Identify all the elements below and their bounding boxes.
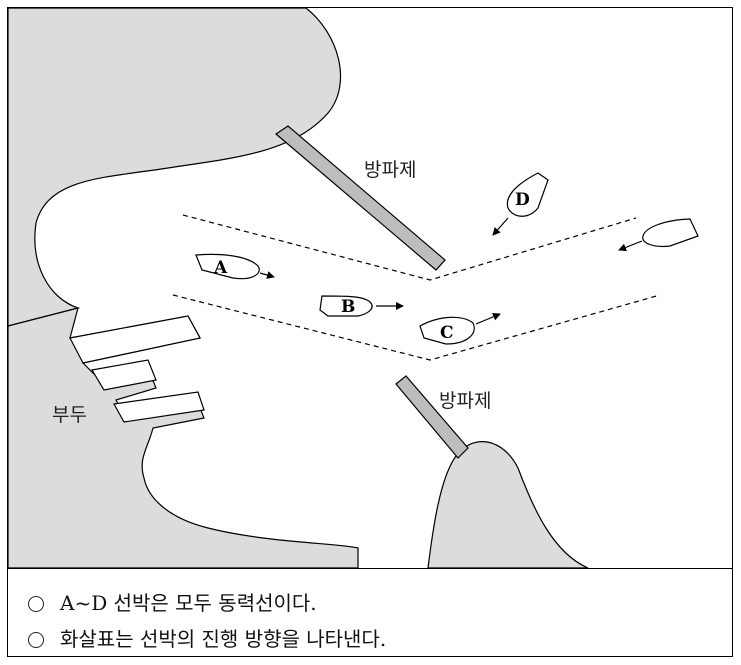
breakwater-top xyxy=(275,125,446,271)
ship-d-letter: D xyxy=(515,190,530,210)
land-hill xyxy=(427,441,589,568)
circle-bullet-icon xyxy=(28,596,44,612)
circle-bullet-icon xyxy=(28,632,44,648)
ship-d-arrow xyxy=(492,217,509,236)
land-mass-lower xyxy=(8,307,359,568)
note-1-text: A~D 선박은 모두 동력선이다. xyxy=(60,591,317,615)
ship-unlabeled xyxy=(618,218,699,252)
channel-lower xyxy=(172,294,661,361)
ship-c-arrow xyxy=(475,313,501,325)
ship-a: A xyxy=(195,253,275,280)
pier-3 xyxy=(113,391,205,423)
breakwater-bottom-label: 방파제 xyxy=(439,390,491,412)
pier-1 xyxy=(69,315,201,364)
notes-box: A~D 선박은 모두 동력선이다. 화살표는 선박의 진행 방향을 나타낸다. xyxy=(8,568,732,656)
note-2-text: 화살표는 선박의 진행 방향을 나타낸다. xyxy=(60,627,387,651)
pier-2 xyxy=(91,359,157,391)
channel-upper xyxy=(182,214,637,281)
ship-c: C xyxy=(419,313,501,345)
ship-d: D xyxy=(492,172,549,236)
note-2: 화살표는 선박의 진행 방향을 나타낸다. xyxy=(28,623,386,652)
ship-b: B xyxy=(319,295,404,317)
ship-a-letter: A xyxy=(213,258,228,278)
land-mass xyxy=(8,8,342,327)
ship-c-letter: C xyxy=(440,323,454,343)
note-1: A~D 선박은 모두 동력선이다. xyxy=(28,587,317,616)
ship-a-arrow xyxy=(259,271,275,279)
pier-label: 부두 xyxy=(52,404,87,426)
figure-frame: 방파제 방파제 부두 A B C D xyxy=(7,7,733,657)
ship-b-letter: B xyxy=(341,297,355,317)
harbor-diagram: 방파제 방파제 부두 A B C D xyxy=(8,8,699,568)
ship-unlabeled-arrow xyxy=(618,240,643,252)
breakwater-top-label: 방파제 xyxy=(364,159,416,181)
breakwater-bottom xyxy=(395,375,469,459)
